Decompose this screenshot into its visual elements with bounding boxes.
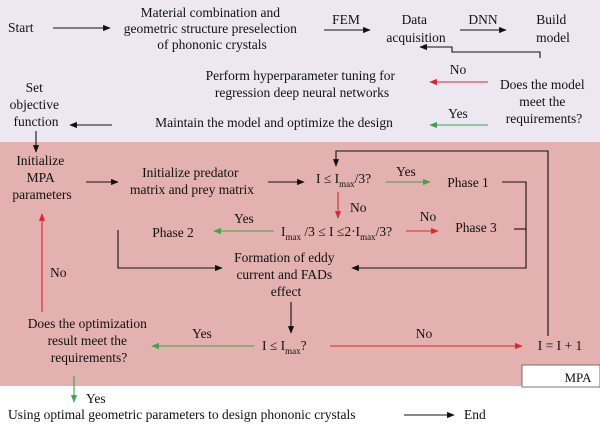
tuning-line-2: regression deep neural networks: [215, 85, 389, 100]
eddy-line-3: effect: [271, 284, 302, 299]
init-mpa-line-1: Initialize: [16, 153, 64, 168]
arrow-phase2-to-eddy: [117, 230, 223, 272]
data-acquisition-node: Data acquisition: [386, 12, 445, 45]
data-acquisition-line-2: acquisition: [386, 30, 445, 45]
model-no-label: No: [450, 62, 467, 77]
optimization-no-label: No: [50, 265, 67, 280]
eddy-line-2: current and FADs: [236, 267, 332, 282]
model-yes-label: Yes: [448, 106, 468, 121]
model-req-line-3: requirements?: [506, 111, 582, 126]
dnn-label: DNN: [468, 12, 497, 27]
opt-result-line-3: requirements?: [51, 350, 127, 365]
model-building-band: [0, 0, 600, 142]
preselection-line-3: of phononic crystals: [157, 37, 266, 52]
set-objective-line-3: function: [14, 114, 59, 129]
opt-result-line-1: Does the optimization: [28, 316, 147, 331]
start-node: Start: [8, 20, 34, 35]
phase-1-node: Phase 1: [447, 175, 489, 190]
condition-2: Imax /3 ≤ I ≤2·Imax/3?: [281, 224, 392, 242]
init-mpa-line-2: MPA: [27, 170, 55, 185]
arrow-phases-to-eddy: [351, 181, 527, 272]
phase-3-node: Phase 3: [455, 220, 497, 235]
hyperparameter-tuning-node: Perform hyperparameter tuning for regres…: [206, 68, 399, 100]
arrow-increment-loop: [332, 150, 549, 336]
condition-2-yes-label: Yes: [234, 211, 254, 226]
set-objective-line-2: objective: [10, 97, 59, 112]
set-objective-line-1: Set: [26, 80, 44, 95]
mpa-label: MPA: [565, 370, 593, 385]
final-design-node: Using optimal geometric parameters to de…: [8, 407, 356, 422]
opt-result-line-2: result meet the: [48, 333, 127, 348]
set-objective-node: Set objective function: [10, 80, 63, 129]
condition-3-no-label: No: [416, 326, 433, 341]
condition-2-no-label: No: [420, 209, 437, 224]
init-matrix-node: Initialize predator matrix and prey matr…: [130, 165, 254, 197]
preselection-line-2: geometric structure preselection: [124, 21, 297, 36]
init-mpa-node: Initialize MPA parameters: [12, 153, 71, 202]
final-yes-label: Yes: [86, 391, 106, 406]
preselection-node: Material combination and geometric struc…: [124, 5, 301, 52]
fem-label: FEM: [332, 12, 360, 27]
init-matrix-line-1: Initialize predator: [142, 165, 239, 180]
eddy-line-1: Formation of eddy: [234, 250, 335, 265]
model-req-line-1: Does the model: [500, 77, 585, 92]
mpa-label-box: [521, 364, 600, 388]
tuning-line-1: Perform hyperparameter tuning for: [206, 68, 396, 83]
increment-node: I = I + 1: [538, 338, 582, 353]
build-model-line-1: Build: [536, 12, 566, 27]
condition-1: I ≤ Imax/3?: [316, 171, 371, 189]
arrow-tuning-to-data: [419, 43, 541, 58]
condition-1-yes-label: Yes: [396, 164, 416, 179]
data-acquisition-line-1: Data: [402, 12, 427, 27]
phase-2-node: Phase 2: [152, 225, 194, 240]
condition-3: I ≤ Imax?: [262, 338, 307, 356]
preselection-line-1: Material combination and: [141, 5, 281, 20]
init-mpa-line-3: parameters: [12, 187, 71, 202]
build-model-node: Build model: [536, 12, 570, 45]
model-req-line-2: meet the: [519, 94, 565, 109]
build-model-line-2: model: [536, 30, 570, 45]
condition-1-no-label: No: [350, 200, 367, 215]
maintain-model-node: Maintain the model and optimize the desi…: [155, 115, 393, 130]
model-requirements-decision: Does the model meet the requirements?: [500, 77, 588, 126]
eddy-fads-node: Formation of eddy current and FADs effec…: [234, 250, 338, 299]
condition-3-yes-label: Yes: [192, 326, 212, 341]
end-node: End: [464, 407, 486, 422]
optimization-result-decision: Does the optimization result meet the re…: [28, 316, 151, 365]
init-matrix-line-2: matrix and prey matrix: [130, 182, 254, 197]
